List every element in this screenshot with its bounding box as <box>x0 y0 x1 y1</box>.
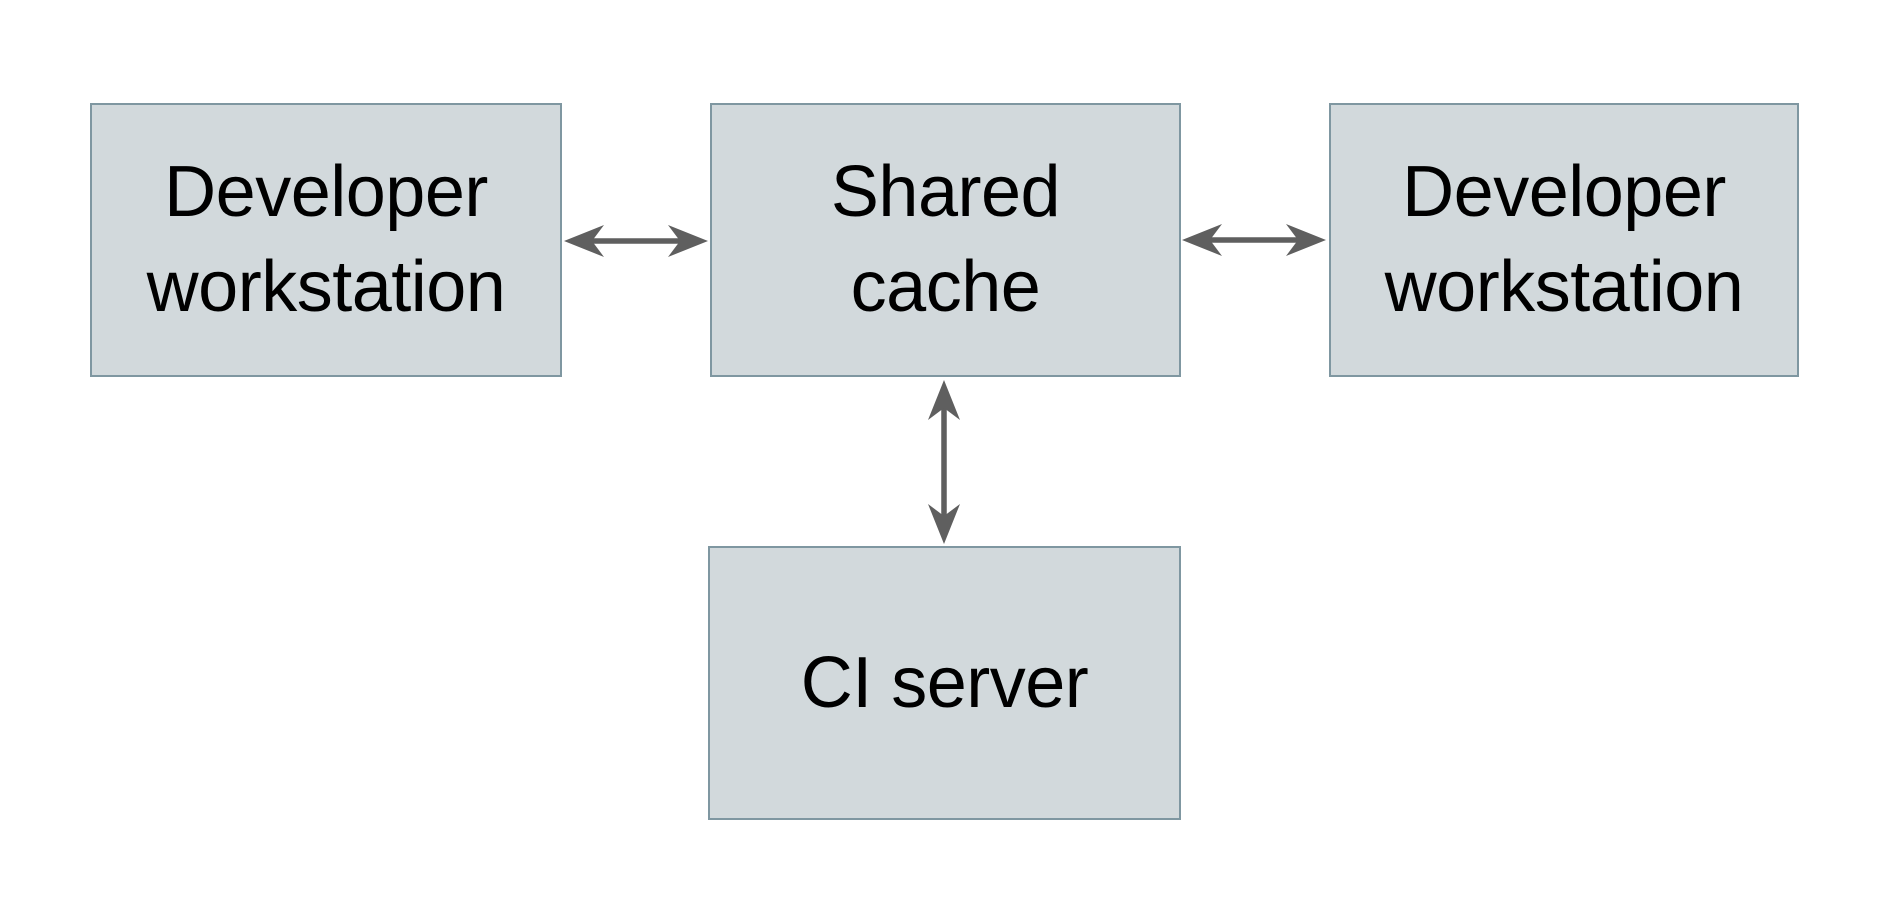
bidirectional-arrow-icon <box>922 379 966 545</box>
node-label: workstation <box>146 247 506 327</box>
node-developer-workstation-left: Developer workstation <box>90 103 562 377</box>
node-label: Developer <box>164 152 488 232</box>
bidirectional-arrow-icon <box>563 219 709 263</box>
node-shared-cache: Shared cache <box>710 103 1181 377</box>
node-developer-workstation-right: Developer workstation <box>1329 103 1799 377</box>
node-ci-server: CI server <box>708 546 1181 820</box>
node-label: cache <box>850 247 1041 327</box>
node-label: Developer <box>1402 152 1726 232</box>
node-label: Shared <box>830 152 1061 232</box>
node-label: workstation <box>1384 247 1744 327</box>
bidirectional-arrow-icon <box>1181 218 1327 262</box>
node-label: CI server <box>800 642 1089 723</box>
